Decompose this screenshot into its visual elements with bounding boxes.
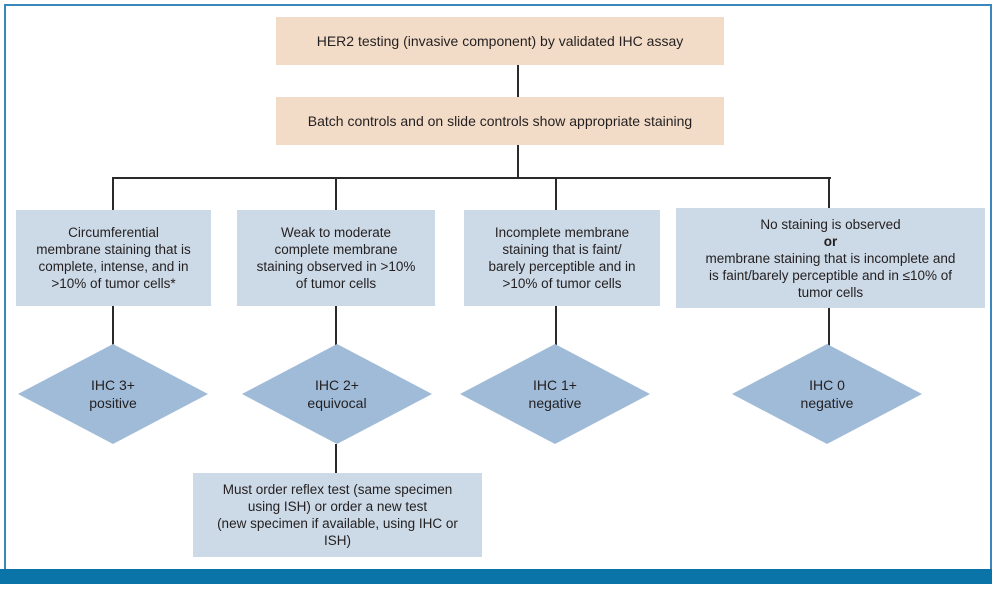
diamond-score-label: IHC 2+ — [315, 377, 359, 393]
reflex-line: using ISH) or order a new test — [247, 499, 428, 514]
batch-controls-box: Batch controls and on slide controls sho… — [276, 97, 724, 145]
diamond-result-label: negative — [528, 395, 582, 411]
reflex-line: Must order reflex test (same specimen — [222, 482, 453, 497]
criteria-line: Weak to moderate — [280, 225, 392, 240]
batch-controls-label: Batch controls and on slide controls sho… — [307, 112, 693, 129]
connector-header-to-controls — [517, 65, 519, 97]
criteria-line: >10% of tumor cells — [502, 276, 622, 291]
criteria-or-label: or — [823, 233, 838, 249]
her2-testing-label: HER2 testing (invasive component) by val… — [316, 32, 684, 49]
diamond-result-label: equivocal — [307, 395, 367, 411]
diamond-score-label: IHC 0 — [809, 377, 845, 393]
footer-accent-bar — [0, 569, 992, 584]
reflex-line: (new specimen if available, using IHC or — [217, 516, 458, 531]
diamond-result-label: negative — [800, 395, 854, 411]
connector-drop-branch-3 — [555, 177, 557, 210]
connector-diamond2-to-reflex — [335, 444, 337, 474]
connector-branch2-to-diamond — [335, 306, 337, 346]
connector-branch4-to-diamond — [828, 308, 830, 346]
criteria-line: of tumor cells — [295, 276, 377, 291]
criteria-box-ihc2: Weak to moderate complete membrane stain… — [237, 210, 435, 306]
criteria-line: complete, intense, and in — [38, 259, 189, 274]
criteria-line: No staining is observed — [760, 216, 901, 232]
connector-controls-to-branches — [517, 145, 519, 179]
reflex-test-box: Must order reflex test (same specimen us… — [193, 473, 482, 557]
criteria-line: barely perceptible and in — [488, 259, 636, 274]
diamond-score-label: IHC 3+ — [91, 377, 135, 393]
criteria-line: staining that is faint/ — [502, 242, 622, 257]
reflex-line: ISH) — [324, 533, 351, 548]
criteria-line: is faint/barely perceptible and in ≤10% … — [708, 267, 953, 283]
branch-distribution-line — [112, 177, 831, 179]
connector-drop-branch-4 — [828, 177, 830, 210]
diamond-score-label: IHC 1+ — [533, 377, 577, 393]
criteria-line: >10% of tumor cells* — [51, 276, 176, 291]
criteria-box-ihc1: Incomplete membrane staining that is fai… — [464, 210, 660, 306]
diamond-result-label: positive — [89, 395, 137, 411]
connector-drop-branch-2 — [335, 177, 337, 210]
criteria-line: complete membrane — [274, 242, 398, 257]
criteria-box-ihc3: Circumferential membrane staining that i… — [16, 210, 211, 306]
criteria-line: tumor cells — [797, 284, 864, 300]
criteria-line: membrane staining that is — [36, 242, 191, 257]
criteria-line: membrane staining that is incomplete and — [705, 250, 956, 266]
connector-branch1-to-diamond — [112, 306, 114, 346]
criteria-line: staining observed in >10% — [256, 259, 416, 274]
criteria-line: Circumferential — [68, 225, 159, 240]
connector-drop-branch-1 — [112, 177, 114, 210]
criteria-box-ihc0: No staining is observed or membrane stai… — [676, 208, 985, 308]
her2-testing-box: HER2 testing (invasive component) by val… — [276, 17, 724, 65]
connector-branch3-to-diamond — [555, 306, 557, 346]
criteria-line: Incomplete membrane — [494, 225, 630, 240]
